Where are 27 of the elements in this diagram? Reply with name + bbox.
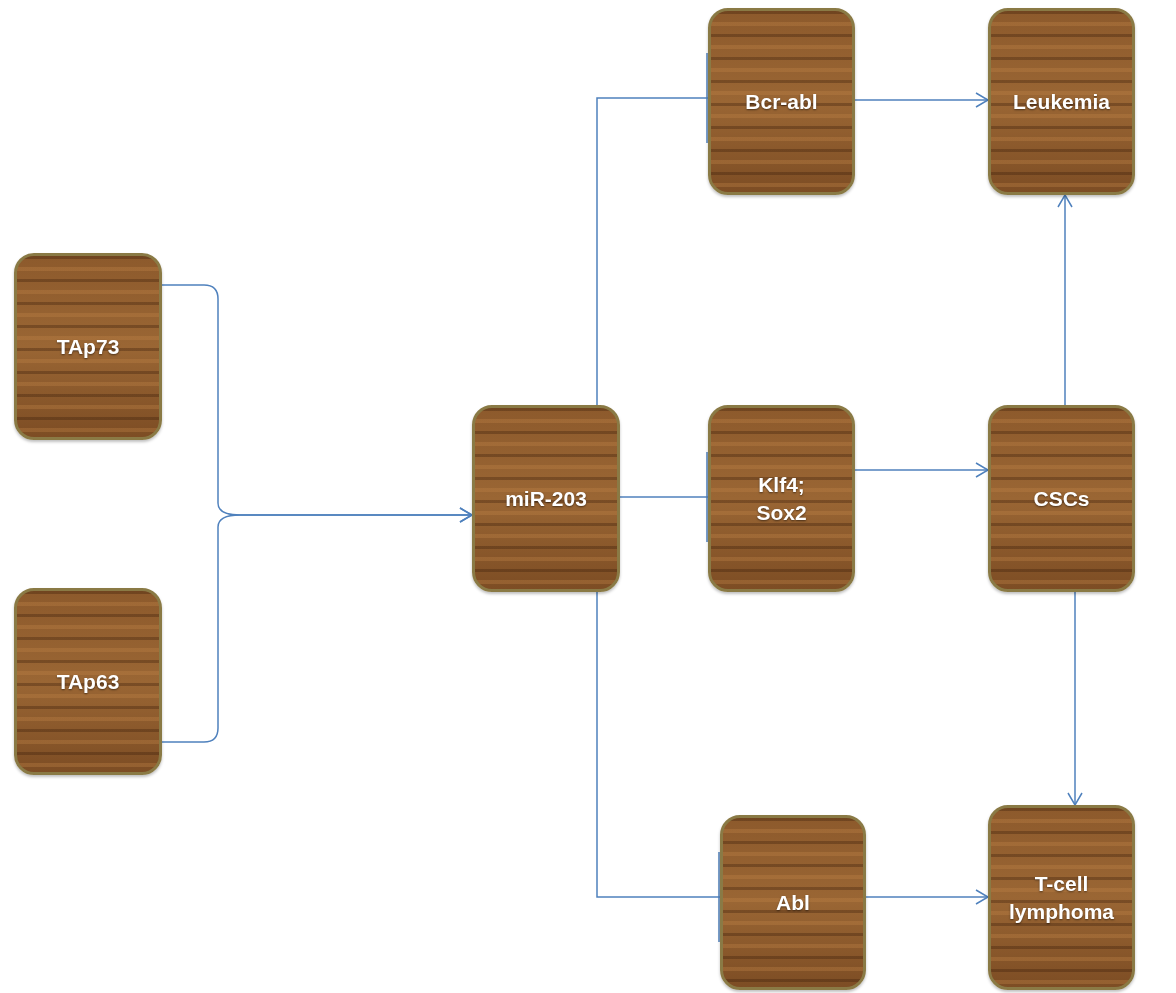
wood-textured-box	[988, 805, 1135, 990]
node-label: TAp73	[56, 333, 120, 360]
arrow	[854, 462, 989, 478]
wood-textured-box	[14, 588, 162, 775]
node-label: Leukemia	[1013, 88, 1110, 115]
arrow	[161, 507, 473, 743]
node-label: CSCs	[1033, 485, 1090, 512]
node-label: Bcr-abl	[745, 88, 818, 115]
arrow	[1057, 194, 1073, 406]
arrow	[854, 92, 989, 108]
arrow	[865, 889, 989, 905]
node-label: T-cell lymphoma	[1008, 871, 1115, 925]
wood-textured-box	[14, 253, 162, 440]
node-label: Klf4; Sox2	[755, 472, 808, 526]
wood-textured-box	[472, 405, 620, 592]
inhibition-connector	[619, 451, 709, 543]
inhibition-connector	[596, 52, 709, 406]
node-label: TAp63	[56, 668, 120, 695]
inhibition-connector	[596, 591, 721, 943]
wood-textured-box	[708, 8, 855, 195]
wood-textured-box	[708, 405, 855, 592]
node-label: miR-203	[505, 485, 587, 512]
arrow	[1067, 591, 1083, 806]
wood-textured-box	[988, 405, 1135, 592]
wood-textured-box	[720, 815, 866, 990]
node-label: Abl	[776, 889, 810, 916]
wood-textured-box	[988, 8, 1135, 195]
